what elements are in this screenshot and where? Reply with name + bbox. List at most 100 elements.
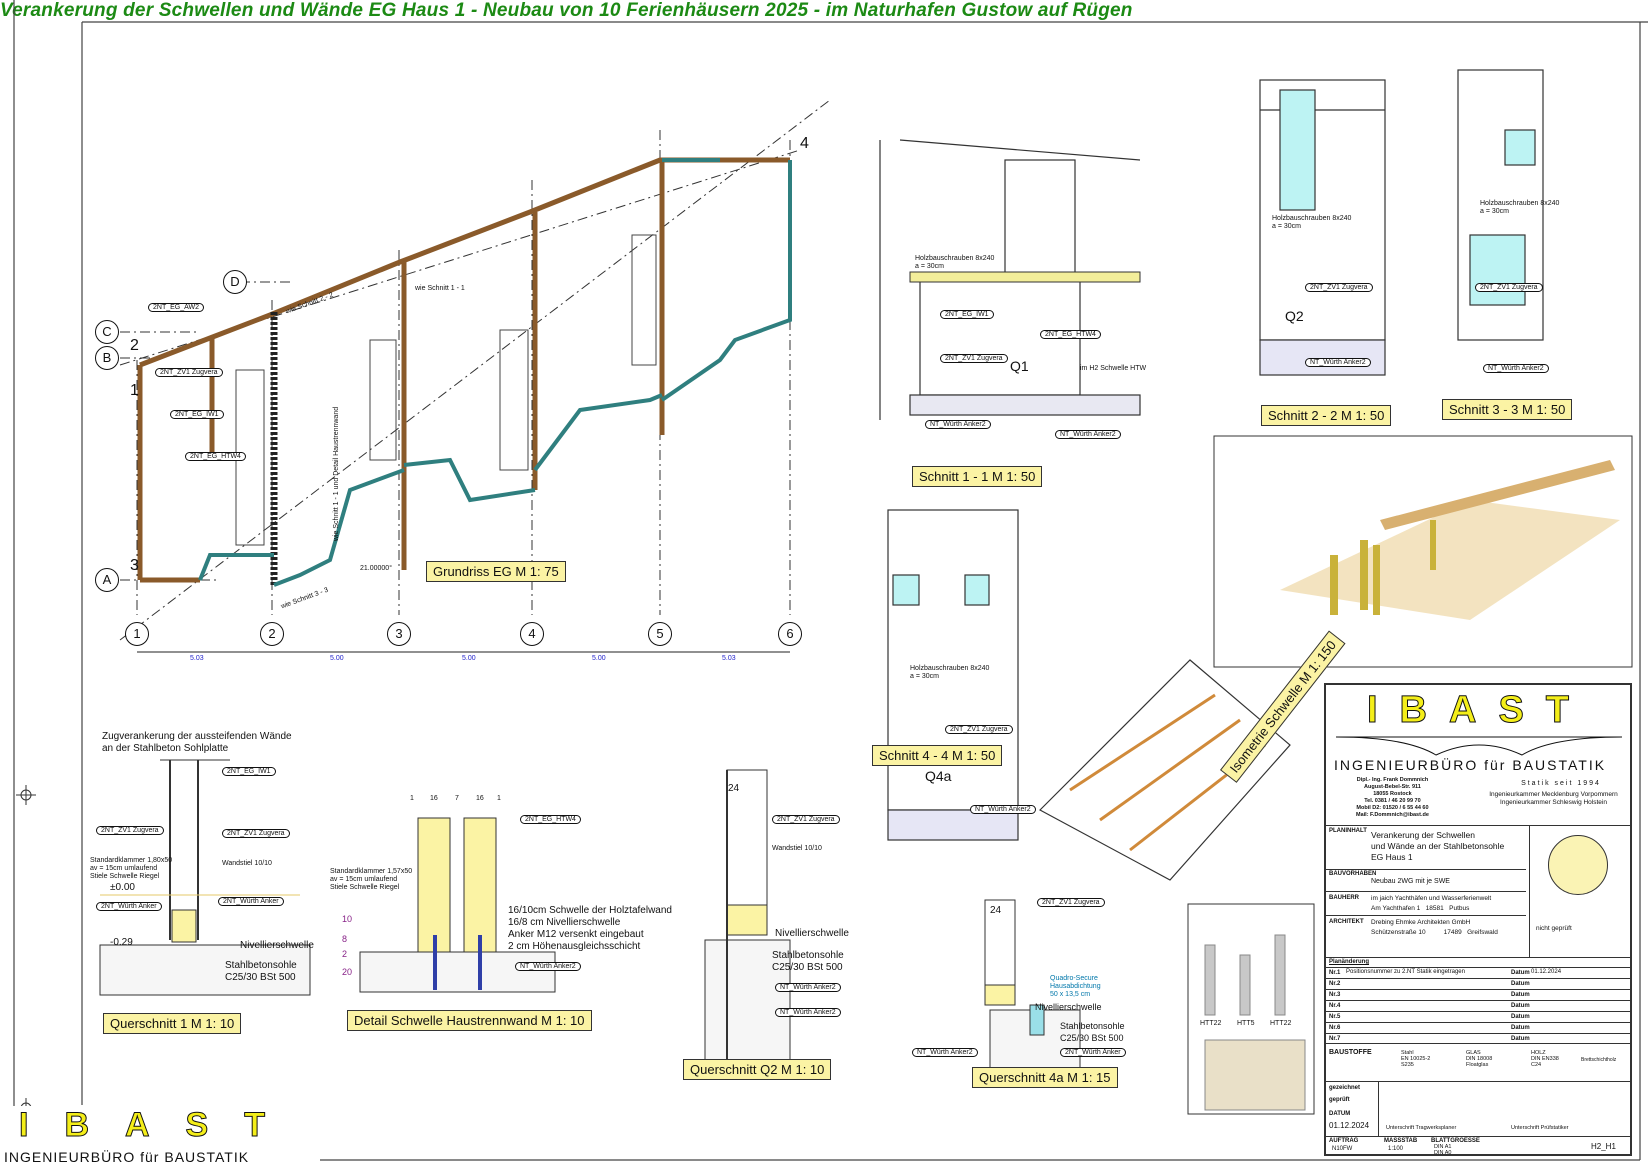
detail-dim: 7 [455,795,459,802]
detail-dim: 16 [476,795,484,802]
photo-caption: HTT22 [1270,1020,1292,1027]
plan-note: 21.00000° [360,565,392,572]
q1-wandstiel: Wandstiel 10/10 [222,860,272,867]
plan-windows [198,158,792,587]
detail-klammer: Standardklammer 1,57x50 av = 15cm umlauf… [330,868,413,891]
statik-since: Statik seit 1994 [1521,780,1601,787]
label-querschnitt-q2: Querschnitt Q2 M 1: 10 [683,1059,832,1080]
bauvorhaben-key: BAUVORHABEN [1329,871,1377,877]
q1-level-1: -0.29 [110,937,133,948]
axis-3: 3 [387,622,411,646]
material-steel: Stahl EN 10025-2 S235 [1401,1050,1431,1068]
auftrag: N10FW [1332,1146,1353,1152]
dim-1: 5.03 [190,655,204,662]
s33-tag: 2NT_ZV1 Zugvera [1475,283,1543,292]
plan-note: wie Schnitt 1 - 1 und Detail Haustrennwa… [333,406,341,542]
bauherr-key: BAUHERR [1329,895,1359,901]
q2-tag-zv: 2NT_ZV1 Zugvera [772,815,840,824]
q4a-top-dim: 24 [990,905,1002,916]
q2-sohle: Stahlbetonsohle C25/30 BSt 500 [772,950,844,973]
photo-caption: HTT5 [1237,1020,1255,1027]
axis-a: A [95,568,119,592]
product-photos [1204,934,1306,1111]
section-mark-2: 2 [130,337,139,354]
s33-tag: NT_Würth Anker2 [1483,364,1549,373]
axis-4: 4 [520,622,544,646]
massstab: 1:100 [1388,1146,1404,1152]
q1-heading: Zugverankerung der aussteifenden Wände a… [102,731,292,754]
q1-nivell: Nivellierschwelle [240,940,314,951]
q2-wandstiel: Wandstiel 10/10 [772,845,822,852]
grid-lines [119,99,831,641]
axis-b: B [95,346,119,370]
signature-planner: Unterschrift Tragwerksplaner [1386,1125,1457,1131]
axis-1: 1 [125,622,149,646]
ibast-logo: IBAST [1367,689,1591,732]
axis-2: 2 [260,622,284,646]
approval-stamp-circle [1548,835,1608,895]
address: Dipl.- Ing. Frank Dommnich August-Bebel-… [1356,777,1429,818]
section-11 [879,139,1141,420]
s11-tag: 2NT_ZV1 Zugvera [940,354,1008,363]
s22-tag: 2NT_ZV1 Zugvera [1305,283,1373,292]
bridge-arch-icon [1336,736,1622,756]
q1-tag-zv-right: 2NT_ZV1 Zugvera [222,829,290,838]
section-mark-3: 3 [130,557,139,574]
blattgroesse: DIN A1 DIN A0 [1434,1144,1452,1156]
architekt: Drebing Ehmke Architekten GmbH Schützens… [1371,919,1498,936]
isometric-3d-view [1280,460,1620,620]
q4a-tag-zv: 2NT_ZV1 Zugvera [1037,898,1105,907]
bottom-logo-mark: IBAST [19,1106,301,1145]
s11-tag: 2NT_EG_HTW4 [1040,330,1101,339]
querschnitt-1-drawing [99,759,311,996]
s44-mark: Q4a [925,768,952,784]
axis-5: 5 [648,622,672,646]
bauvorhaben: Neubau 2WG mit je SWE [1371,878,1450,885]
section-33 [1457,69,1544,341]
detail-tag: 2NT_EG_HTW4 [520,815,581,824]
section-mark-1: 1 [130,382,139,399]
q4a-sohle: Stahlbetonsohle C25/30 BSt 500 [1060,1021,1125,1043]
baustoffe-key: BAUSTOFFE [1329,1049,1372,1056]
detail-anker: NT_Würth Anker2 [515,962,581,971]
detail-vdim: 8 [342,934,348,944]
s11-mark: Q1 [1010,358,1029,374]
planinhalt: Verankerung der Schwellen und Wände an d… [1371,830,1505,862]
q4a-quadro: Quadro-Secure Hausabdichtung 50 x 13,5 c… [1050,975,1101,998]
q4a-nivell: Nivellierschwelle [1035,1002,1102,1012]
s11-tag: NT_Würth Anker2 [925,420,991,429]
q2-anker2: NT_Würth Anker2 [775,1008,841,1017]
q1-klammer: Standardklammer 1,80x50 av = 15cm umlauf… [90,857,173,880]
q2-top-dim: 24 [728,783,740,794]
architekt-key: ARCHITEKT [1329,919,1364,925]
s11-screws: Holzbauschrauben 8x240 a = 30cm [915,255,995,270]
bottom-logo: IBAST INGENIEURBÜRO für BAUSTATIK [0,1106,320,1166]
tag-iw1: 2NT_EG_IW1 [170,410,224,419]
auftrag-key: AUFTRAG [1329,1138,1359,1144]
bottom-logo-subtitle: INGENIEURBÜRO für BAUSTATIK [4,1149,250,1165]
detail-dim: 16 [430,795,438,802]
q1-tag-iw1: 2NT_EG_IW1 [222,767,276,776]
label-schnitt-4-4: Schnitt 4 - 4 M 1: 50 [872,745,1003,766]
q4a-anker2: 2NT_Würth Anker [1060,1048,1126,1057]
material-glulam: Brettschichtholz [1581,1057,1617,1063]
bauherr: im jaich Yachthäfen und Wasserferienwelt… [1371,895,1492,912]
axis-6: 6 [778,622,802,646]
axis-d: D [223,270,247,294]
label-grundriss: Grundriss EG M 1: 75 [426,561,566,582]
plan-note: wie Schnitt 1 - 1 [415,285,465,292]
section-mark-4: 4 [800,135,809,152]
s22-tag: NT_Würth Anker2 [1305,358,1371,367]
changes-key: Planänderung [1329,959,1370,965]
label-schnitt-1-1: Schnitt 1 - 1 M 1: 50 [912,466,1043,487]
datum-key: DATUM [1329,1111,1351,1117]
detail-haustrennwand-drawing [359,817,556,993]
detail-vdim: 20 [342,967,353,977]
q2-anker1: NT_Würth Anker2 [775,983,841,992]
